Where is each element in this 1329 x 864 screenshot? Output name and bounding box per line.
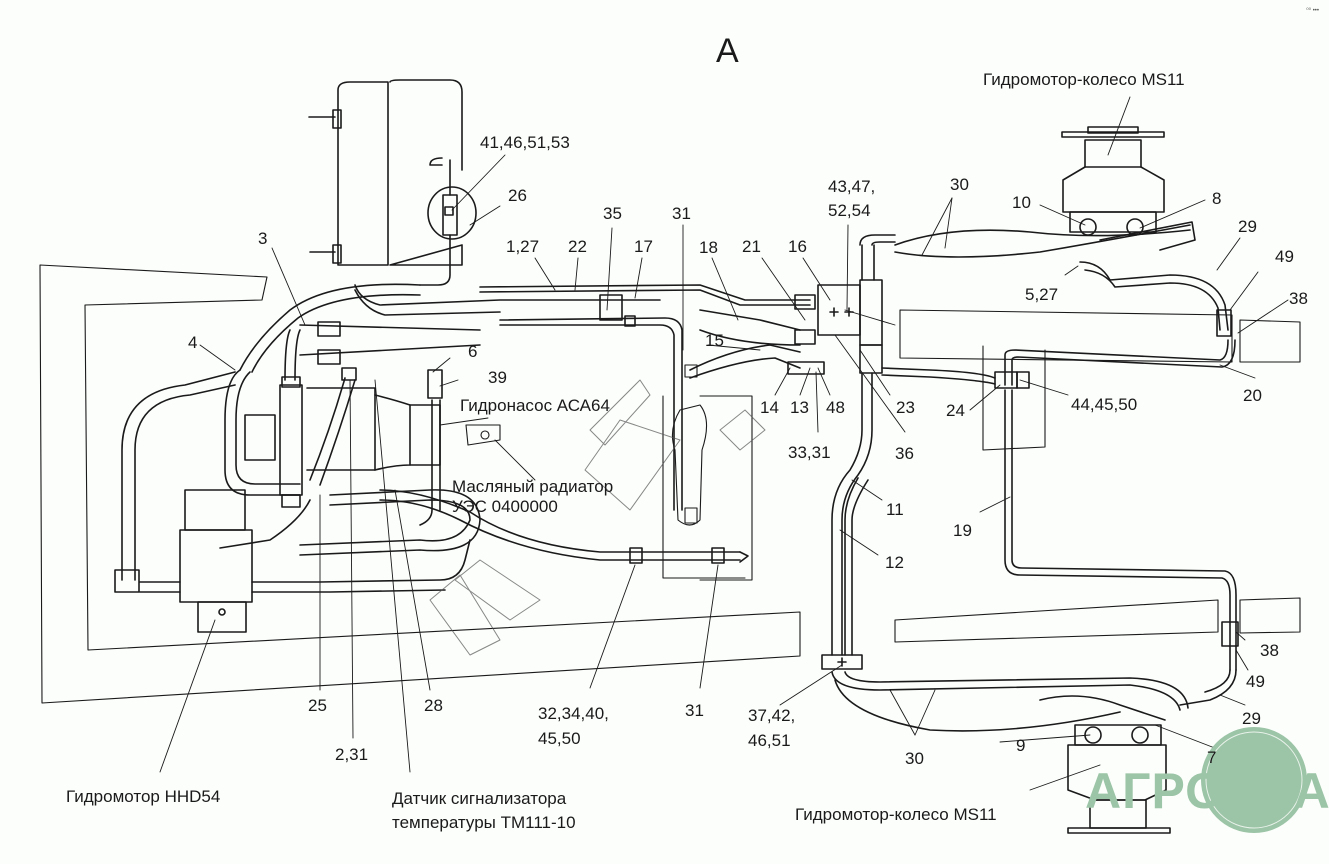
- callout-1-27: 1,27: [506, 237, 540, 256]
- corner-mark: ⁰⁰ •••: [1306, 8, 1319, 14]
- callout-33-31: 33,31: [788, 443, 831, 462]
- callout-28: 28: [424, 696, 443, 715]
- tank-filter: [419, 157, 477, 286]
- callout-4: 4: [188, 333, 198, 352]
- callout-13: 13: [790, 398, 809, 417]
- callout-10: 10: [1012, 193, 1031, 212]
- callout-11: 11: [886, 500, 904, 519]
- callout-6: 6: [468, 342, 478, 361]
- callout-38-bottom: 38: [1260, 641, 1279, 660]
- callout-18: 18: [699, 238, 718, 257]
- callout-22: 22: [568, 237, 587, 256]
- callout-38-top: 38: [1289, 289, 1308, 308]
- wheel-motor-top: [894, 126, 1232, 337]
- callout-7: 7: [1207, 748, 1217, 767]
- label-wheel-motor-top: Гидромотор-колесо MS11: [983, 70, 1185, 89]
- pump-block: [244, 367, 441, 508]
- callout-9: 9: [1016, 736, 1026, 755]
- distribution-block: [787, 234, 996, 385]
- callout-19: 19: [953, 521, 972, 540]
- callout-35: 35: [603, 204, 622, 223]
- label-wheel-motor-bottom: Гидромотор-колесо MS11: [795, 805, 997, 824]
- callout-30-bottom: 30: [905, 749, 924, 768]
- callout-12: 12: [885, 553, 904, 572]
- callout-29-bottom: 29: [1242, 709, 1261, 728]
- hydromotor-hhd54: [139, 489, 471, 633]
- callout-25: 25: [308, 696, 327, 715]
- pipes-radiator: [299, 369, 749, 564]
- label-pump: Гидронасос АСА64: [460, 396, 610, 415]
- callout-31-top: 31: [672, 204, 691, 223]
- callout-29-top: 29: [1238, 217, 1257, 236]
- callout-49-top: 49: [1275, 247, 1294, 266]
- callout-16: 16: [788, 237, 807, 256]
- watermark-text: АГРОНКА: [1085, 763, 1329, 819]
- frame-outline: [39, 264, 1301, 704]
- view-title: А: [716, 32, 739, 70]
- callout-23: 23: [896, 398, 915, 417]
- pipes-right: [994, 339, 1239, 671]
- pipes-vertical: [821, 372, 873, 670]
- callout-14: 14: [760, 398, 779, 417]
- callout-21: 21: [742, 237, 761, 256]
- callout-30-top: 30: [950, 175, 969, 194]
- callout-41-46-51-53: 41,46,51,53: [480, 133, 570, 152]
- agronka-watermark-logo: АГРОНКА: [1085, 727, 1329, 833]
- callout-31-bottom: 31: [685, 701, 704, 720]
- callout-49-bottom: 49: [1246, 672, 1265, 691]
- callout-17: 17: [634, 237, 653, 256]
- callout-39: 39: [488, 368, 507, 387]
- callout-37-42-46-51: 37,42, 46,51: [748, 706, 796, 750]
- background-watermark-shapes: [429, 379, 766, 656]
- callout-32-34-40-45-50: 32,34,40, 45,50: [538, 704, 609, 748]
- callout-5-27: 5,27: [1025, 285, 1059, 304]
- label-oil-radiator: Масляный радиатор УЭС 0400000: [452, 477, 614, 516]
- callout-36: 36: [895, 444, 914, 463]
- leader-lines: [159, 96, 1289, 791]
- pipes-left: [114, 283, 481, 593]
- label-hydromotor-hhd54: Гидромотор HHD54: [66, 787, 221, 806]
- oil-radiator: [465, 364, 708, 526]
- callout-3: 3: [258, 229, 268, 248]
- callout-8: 8: [1212, 189, 1222, 208]
- oil-tank: [308, 79, 463, 266]
- callout-43-47-52-54: 43,47, 52,54: [828, 177, 876, 220]
- callout-20: 20: [1243, 386, 1262, 405]
- callout-48: 48: [826, 398, 845, 417]
- callout-44-45-50: 44,45,50: [1071, 395, 1138, 414]
- callout-24: 24: [946, 401, 965, 420]
- callout-2-31: 2,31: [335, 745, 369, 764]
- callout-26: 26: [508, 186, 527, 205]
- label-temperature-sensor: Датчик сигнализатора температуры ТМ111-1…: [392, 789, 576, 832]
- pipes-main: [354, 284, 811, 511]
- callout-15: 15: [705, 331, 724, 350]
